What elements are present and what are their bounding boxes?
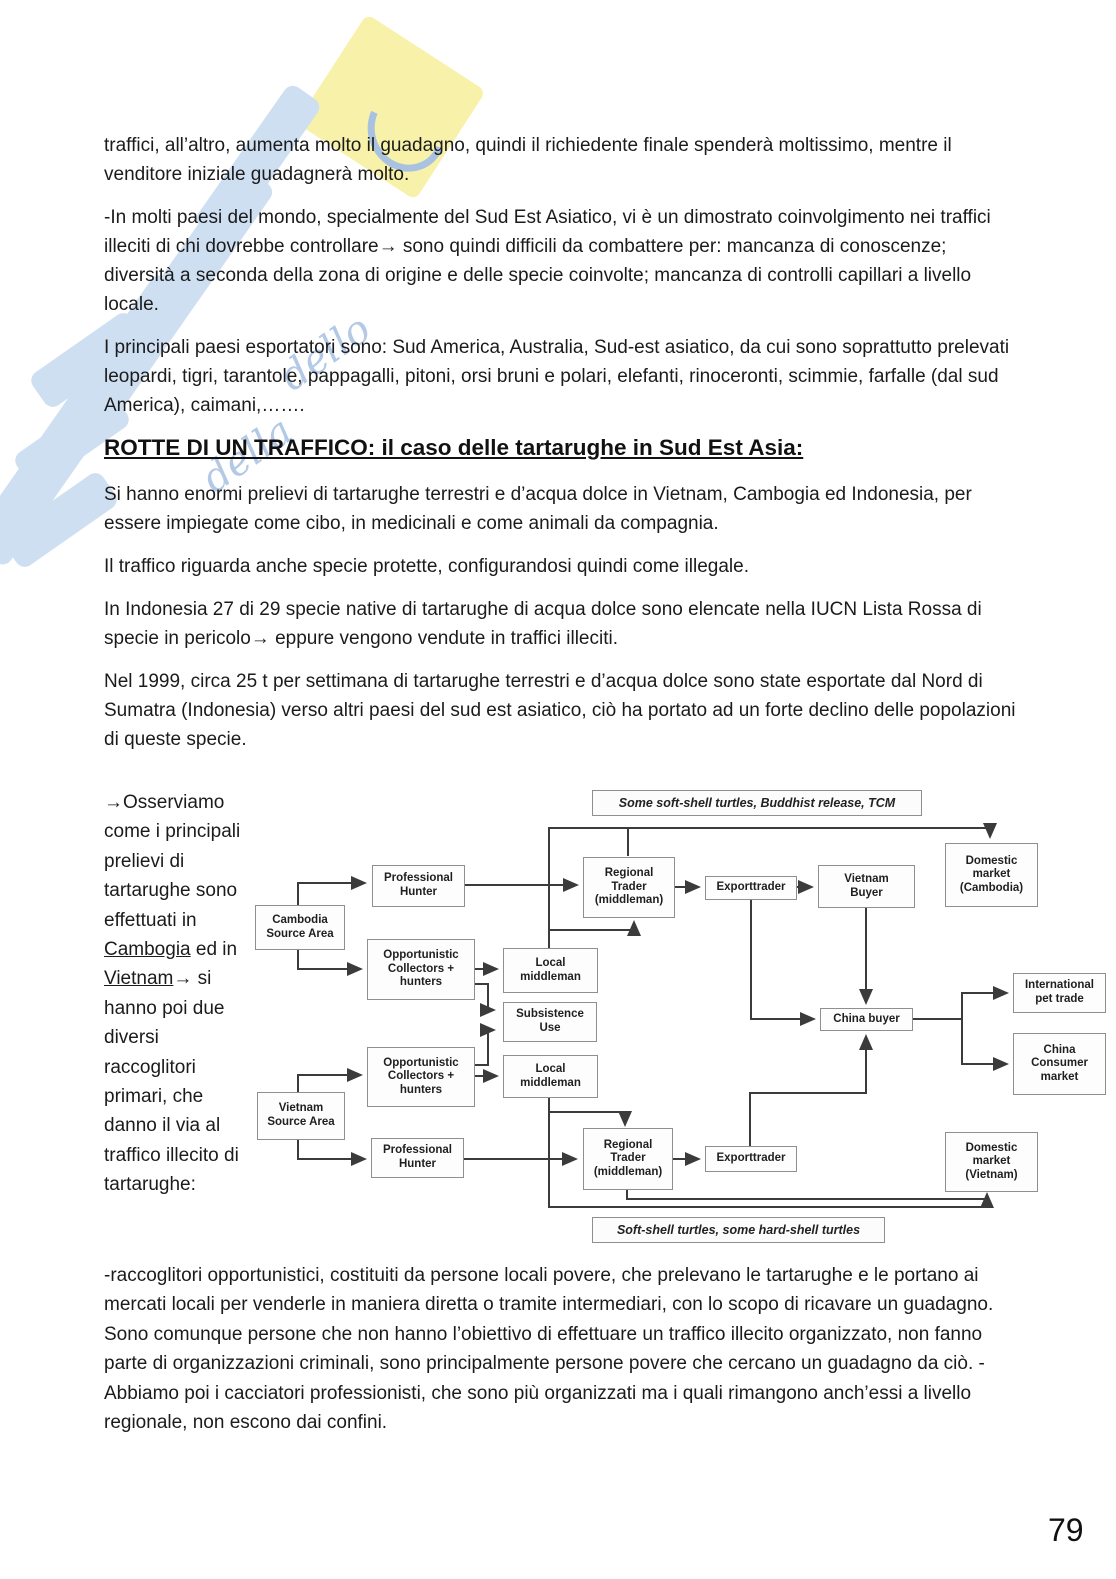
paragraph: Si hanno enormi prelievi di tartarughe t… — [104, 484, 972, 534]
section-heading: ROTTE DI UN TRAFFICO: il caso delle tart… — [104, 435, 804, 460]
page-number: 79 — [1048, 1512, 1084, 1548]
box-opportunistic-collectors-vietnam: Opportunistic Collectors + hunters — [367, 1047, 475, 1107]
box-professional-hunter-vietnam: Professional Hunter — [371, 1138, 464, 1178]
box-local-middleman-vietnam: Local middleman — [503, 1055, 598, 1098]
paragraph: Nel 1999, circa 25 t per settimana di ta… — [104, 671, 1016, 750]
box-vietnam-buyer: Vietnam Buyer — [818, 865, 915, 908]
box-professional-hunter-cambodia: Professional Hunter — [372, 865, 465, 907]
diagram-bottom-banner: Soft-shell turtles, some hard-shell turt… — [592, 1217, 885, 1243]
connector-lines — [297, 823, 1009, 1208]
paragraph: Il traffico riguarda anche specie protet… — [104, 556, 749, 577]
diagram-side-note: →Osserviamo come i principali prelievi d… — [104, 788, 248, 1200]
box-subsistence-use: Subsistence Use — [503, 1002, 597, 1042]
box-regional-trader-bottom: Regional Trader (middleman) — [583, 1128, 673, 1190]
box-domestic-market-cambodia: Domestic market (Cambodia) — [945, 843, 1038, 907]
box-vietnam-source-area: Vietnam Source Area — [257, 1092, 345, 1140]
box-local-middleman-cambodia: Local middleman — [503, 948, 598, 993]
main-text-column: traffici, all’altro, aumenta molto il gu… — [104, 131, 1016, 768]
bottom-paragraph: -raccoglitori opportunistici, costituiti… — [104, 1265, 994, 1434]
paragraph: I principali paesi esportatori sono: Sud… — [104, 337, 1010, 416]
box-cambodia-source-area: Cambodia Source Area — [255, 905, 345, 950]
box-exporttrader-top: Exporttrader — [705, 876, 797, 900]
side-note-text: →Osserviamo come i principali prelievi d… — [104, 792, 241, 931]
box-regional-trader-top: Regional Trader (middleman) — [583, 857, 675, 918]
box-exporttrader-bottom: Exporttrader — [705, 1146, 797, 1172]
side-note-text: → si hanno poi due diversi raccoglitori … — [104, 968, 239, 1196]
side-note-underlined-vietnam: Vietnam — [104, 968, 174, 990]
diagram-top-banner: Some soft-shell turtles, Buddhist releas… — [592, 790, 922, 816]
box-opportunistic-collectors-cambodia: Opportunistic Collectors + hunters — [367, 939, 475, 1000]
flow-diagram: Some soft-shell turtles, Buddhist releas… — [245, 785, 1111, 1250]
side-note-text: ed in — [190, 939, 238, 961]
side-note-underlined-cambogia: Cambogia — [104, 939, 191, 961]
box-international-pet-trade: International pet trade — [1013, 973, 1106, 1013]
paragraph: -In molti paesi del mondo, specialmente … — [104, 207, 991, 315]
box-china-consumer-market: China Consumer market — [1013, 1033, 1106, 1095]
box-china-buyer: China buyer — [820, 1008, 913, 1031]
paragraph: traffici, all’altro, aumenta molto il gu… — [104, 135, 952, 185]
paragraph: In Indonesia 27 di 29 specie native di t… — [104, 599, 982, 649]
box-domestic-market-vietnam: Domestic market (Vietnam) — [945, 1132, 1038, 1192]
